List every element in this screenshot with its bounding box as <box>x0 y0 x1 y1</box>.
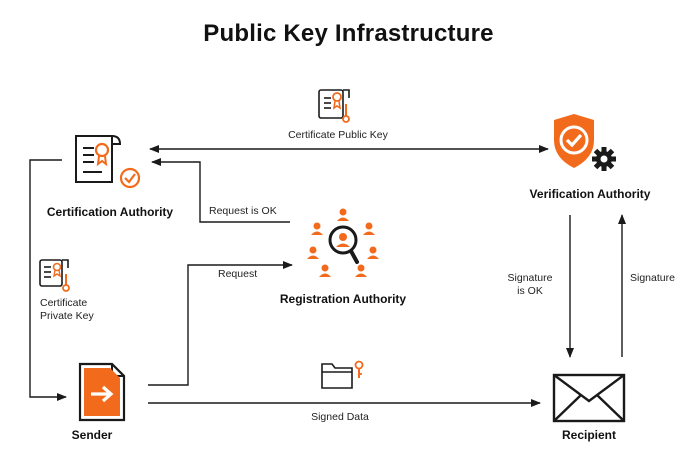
edge-label-certificate-private-key-line1: Certificate <box>40 297 88 309</box>
registration-authority-label: Registration Authority <box>279 292 407 306</box>
send-document-icon <box>78 362 126 422</box>
certification-authority-label: Certification Authority <box>46 205 174 219</box>
certificate-public-key-icon <box>318 89 350 123</box>
certificate-private-key-icon <box>39 259 70 292</box>
envelope-icon <box>552 373 626 423</box>
edge-certificate-private-key <box>29 159 67 401</box>
edge-label-certificate-private-key: Certificate Private Key <box>40 297 94 323</box>
edge-label-signature-is-ok-line2: is OK <box>517 285 543 297</box>
sender-label: Sender <box>71 428 113 442</box>
people-search-icon <box>307 208 379 277</box>
edge-label-certificate-private-key-line2: Private Key <box>40 310 94 322</box>
edge-label-signature: Signature <box>630 272 675 284</box>
verification-authority-label: Verification Authority <box>529 187 651 201</box>
diagram-title: Public Key Infrastructure <box>203 20 494 47</box>
edge-request-is-ok <box>151 158 290 223</box>
folder-key-icon <box>321 360 364 389</box>
edge-request <box>148 261 293 386</box>
certificate-icon <box>75 135 141 189</box>
edge-label-signature-is-ok: Signature is OK <box>500 272 560 298</box>
shield-check-gear-icon <box>554 114 616 171</box>
edge-label-certificate-public-key: Certificate Public Key <box>288 129 388 141</box>
edge-label-signature-is-ok-line1: Signature <box>507 272 553 284</box>
edge-label-request: Request <box>218 268 258 280</box>
edge-label-request-is-ok: Request is OK <box>209 205 277 217</box>
recipient-label: Recipient <box>561 428 616 442</box>
edge-label-signed-data: Signed Data <box>311 411 369 423</box>
